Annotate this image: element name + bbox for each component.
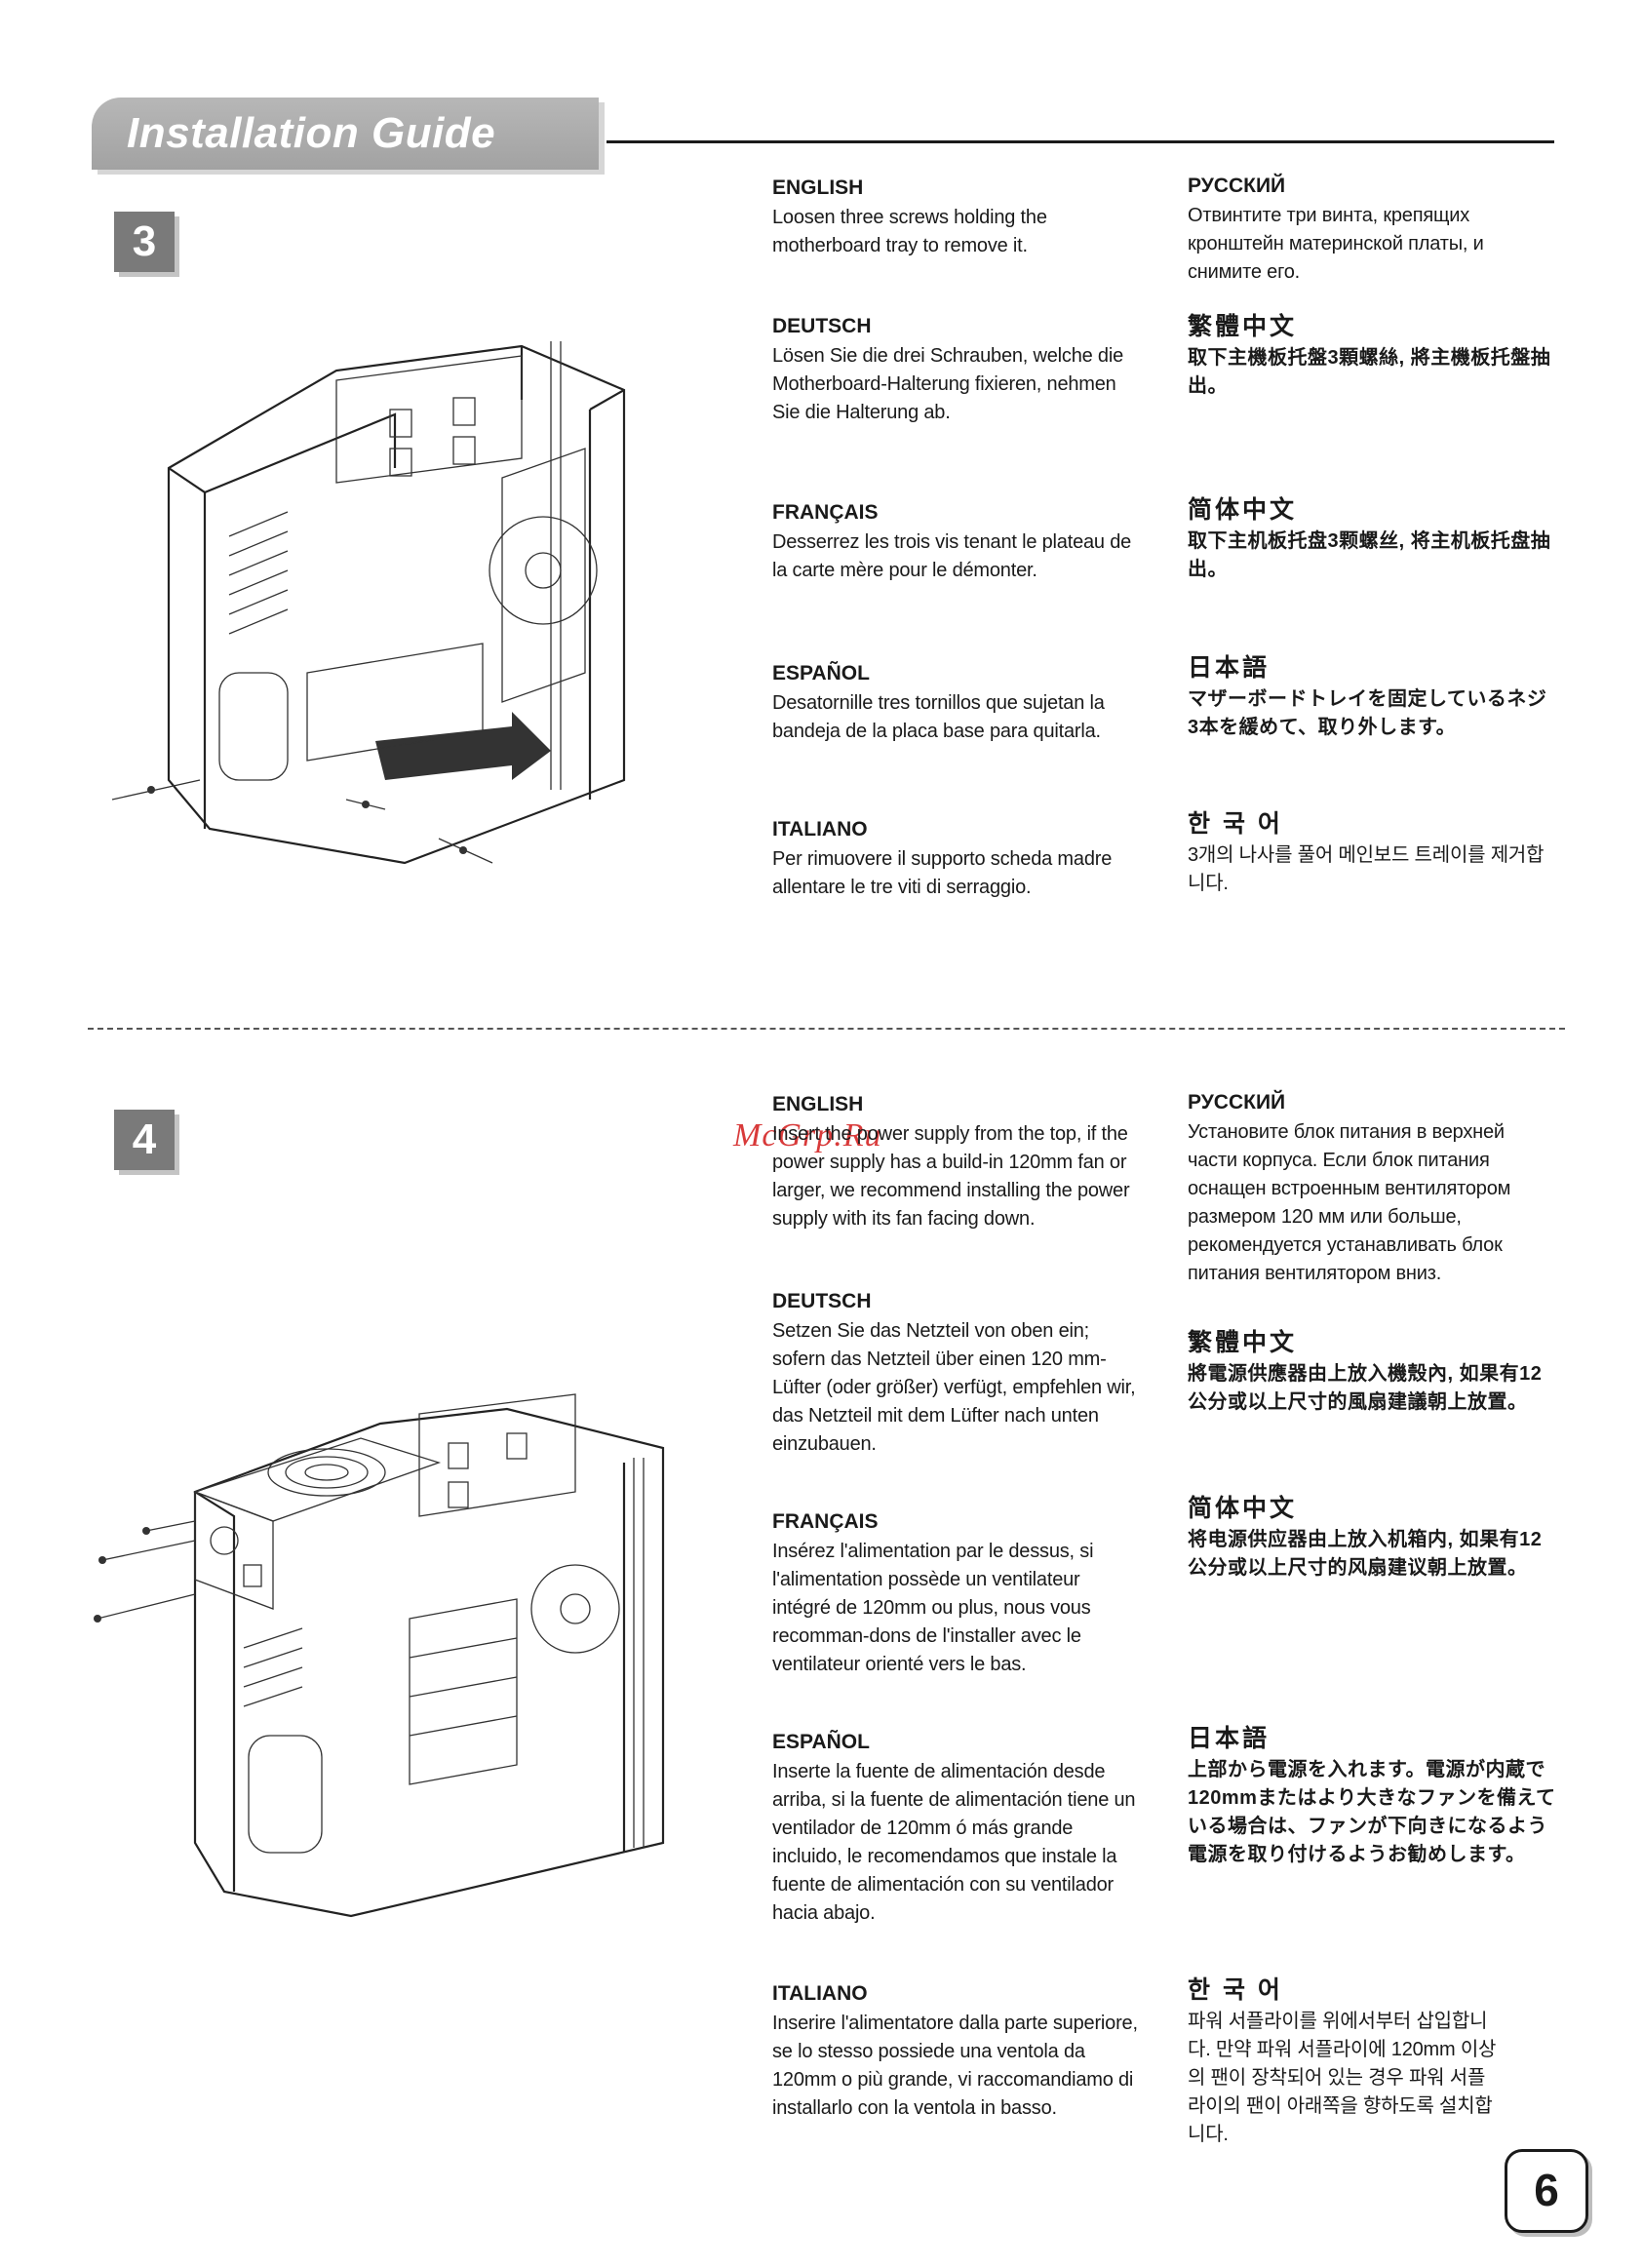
- step3-japanese: 日本語 マザーボードトレイを固定しているネジ3本を緩めて、取り外します。: [1188, 653, 1558, 742]
- step4-traditional-chinese: 繁體中文 將電源供應器由上放入機殼內, 如果有12公分或以上尺寸的風扇建議朝上放…: [1188, 1328, 1558, 1417]
- lang-label: 한 국 어: [1188, 810, 1283, 838]
- lang-label: DEUTSCH: [772, 315, 872, 337]
- instruction-text: Loosen three screws holding the motherbo…: [772, 207, 1047, 256]
- instruction-text: Desserrez les trois vis tenant le platea…: [772, 531, 1132, 581]
- section-divider: [88, 1028, 1565, 1030]
- instruction-text: Отвинтите три винта, крепящих кронштейн …: [1188, 205, 1484, 283]
- instruction-text: 3개의 나사를 풀어 메인보드 트레이를 제거합니다.: [1188, 844, 1545, 894]
- lang-label: ENGLISH: [772, 1093, 864, 1115]
- instruction-text: 将电源供应器由上放入机箱内, 如果有12公分或以上尺寸的风扇建议朝上放置。: [1188, 1529, 1543, 1579]
- lang-label: FRANÇAIS: [772, 501, 879, 524]
- instruction-text: Lösen Sie die drei Schrauben, welche die…: [772, 345, 1124, 423]
- step3-italiano: ITALIANO Per rimuovere il supporto sched…: [772, 817, 1143, 902]
- instruction-text: Установите блок питания в верхней части …: [1188, 1121, 1511, 1284]
- header-rule: [606, 140, 1554, 143]
- lang-label: 한 국 어: [1188, 1976, 1283, 2004]
- step4-italiano: ITALIANO Inserire l'alimentatore dalla p…: [772, 1981, 1143, 2123]
- watermark: McGrp.Ru: [733, 1117, 882, 1154]
- instruction-text: 取下主機板托盤3顆螺絲, 將主機板托盤抽出。: [1188, 347, 1551, 397]
- lang-label: FRANÇAIS: [772, 1510, 879, 1533]
- lang-label: ITALIANO: [772, 1982, 868, 2005]
- lang-label: РУССКИЙ: [1188, 1091, 1286, 1114]
- step3-korean: 한 국 어 3개의 나사를 풀어 메인보드 트레이를 제거합니다.: [1188, 809, 1558, 898]
- step4-francais: FRANÇAIS Insérez l'alimentation par le d…: [772, 1509, 1143, 1679]
- step3-english: ENGLISH Loosen three screws holding the …: [772, 176, 1143, 260]
- instruction-text: Setzen Sie das Netzteil von oben ein; so…: [772, 1320, 1136, 1455]
- step3-traditional-chinese: 繁體中文 取下主機板托盤3顆螺絲, 將主機板托盤抽出。: [1188, 312, 1558, 401]
- page-number: 6: [1505, 2149, 1588, 2233]
- lang-label: РУССКИЙ: [1188, 175, 1286, 197]
- instruction-text: Inserire l'alimentatore dalla parte supe…: [772, 2013, 1138, 2119]
- lang-label: ESPAÑOL: [772, 1731, 870, 1753]
- instruction-text: Per rimuovere il supporto scheda madre a…: [772, 848, 1113, 898]
- step3-simplified-chinese: 简体中文 取下主机板托盘3颗螺丝, 将主机板托盘抽出。: [1188, 495, 1558, 584]
- instruction-text: Insérez l'alimentation par le dessus, si…: [772, 1541, 1094, 1675]
- step3-deutsch: DEUTSCH Lösen Sie die drei Schrauben, we…: [772, 314, 1143, 427]
- step3-russian: РУССКИЙ Отвинтите три винта, крепящих кр…: [1188, 174, 1558, 287]
- lang-label: 简体中文: [1188, 496, 1298, 524]
- lang-label: 简体中文: [1188, 1495, 1298, 1522]
- page-title: Installation Guide: [127, 109, 496, 157]
- step-number-4: 4: [114, 1110, 175, 1170]
- instruction-text: 파워 서플라이를 위에서부터 삽입합니다. 만약 파워 서플라이에 120mm …: [1188, 2011, 1497, 2145]
- lang-label: ENGLISH: [772, 176, 864, 199]
- step4-korean: 한 국 어 파워 서플라이를 위에서부터 삽입합니다. 만약 파워 서플라이에 …: [1188, 1975, 1500, 2149]
- instruction-text: マザーボードトレイを固定しているネジ3本を緩めて、取り外します。: [1188, 688, 1547, 738]
- instruction-text: 上部から電源を入れます。電源が内蔵で120mmまたはより大きなファンを備えている…: [1188, 1759, 1556, 1865]
- instruction-text: Desatornille tres tornillos que sujetan …: [772, 692, 1105, 742]
- step4-english: ENGLISH Insert the power supply from the…: [772, 1092, 1143, 1233]
- lang-label: ITALIANO: [772, 818, 868, 841]
- step3-espanol: ESPAÑOL Desatornille tres tornillos que …: [772, 661, 1143, 746]
- instruction-text: 將電源供應器由上放入機殼內, 如果有12公分或以上尺寸的風扇建議朝上放置。: [1188, 1363, 1543, 1413]
- lang-label: 繁體中文: [1188, 313, 1298, 340]
- instruction-text: Insert the power supply from the top, if…: [772, 1123, 1130, 1230]
- lang-label: DEUTSCH: [772, 1290, 872, 1312]
- step4-deutsch: DEUTSCH Setzen Sie das Netzteil von oben…: [772, 1289, 1143, 1459]
- lang-label: 日本語: [1188, 1725, 1271, 1752]
- case-illustration-remove-tray-icon: [111, 341, 626, 865]
- step4-simplified-chinese: 简体中文 将电源供应器由上放入机箱内, 如果有12公分或以上尺寸的风扇建议朝上放…: [1188, 1494, 1558, 1583]
- instruction-text: 取下主机板托盘3颗螺丝, 将主机板托盘抽出。: [1188, 530, 1551, 580]
- instruction-text: Inserte la fuente de alimentación desde …: [772, 1761, 1136, 1924]
- header-banner: Installation Guide: [92, 98, 599, 170]
- step4-espanol: ESPAÑOL Inserte la fuente de alimentació…: [772, 1730, 1143, 1928]
- step3-francais: FRANÇAIS Desserrez les trois vis tenant …: [772, 500, 1143, 585]
- lang-label: 日本語: [1188, 654, 1271, 682]
- step4-russian: РУССКИЙ Установите блок питания в верхне…: [1188, 1090, 1558, 1288]
- step4-japanese: 日本語 上部から電源を入れます。電源が内蔵で120mmまたはより大きなファンを備…: [1188, 1724, 1558, 1869]
- lang-label: ESPAÑOL: [772, 662, 870, 684]
- step-number-3: 3: [114, 212, 175, 272]
- case-illustration-insert-psu-icon: [94, 1393, 665, 1918]
- lang-label: 繁體中文: [1188, 1329, 1298, 1356]
